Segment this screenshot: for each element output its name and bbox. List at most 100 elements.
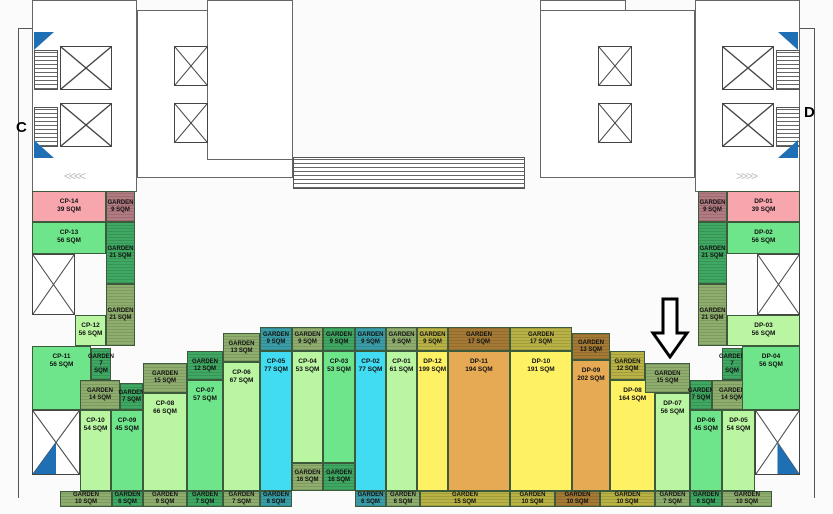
unit-area: 53 SQM [295,366,320,373]
unit-area: 10 SQM [735,499,758,505]
unit-name: DP-03 [754,322,773,329]
lift-shaft [598,46,632,86]
unit-name: CP-01 [392,358,411,365]
unit-area: 7 SQM [691,395,711,401]
unit-area: 56 SQM [759,361,783,368]
unit-name: DP-09 [581,367,601,374]
unit-area: 54 SQM [83,425,108,432]
left-tower [207,0,293,160]
unit-area: 13 SQM [579,346,602,353]
stair-marker-icon [34,140,54,158]
unit-area: 7 SQM [122,396,141,403]
unit-area: 45 SQM [115,425,139,432]
unit-area: 77 SQM [358,366,383,373]
direction-arrows-left: <<<< [64,169,86,183]
unit-area: 10 SQM [566,499,589,505]
unit-name: CP-07 [195,387,215,394]
unit-name: GARDEN [118,389,145,396]
unit-name: GARDEN [519,492,546,498]
unit-area: 6 SQM [118,499,137,505]
unit-area: 7 SQM [94,360,108,374]
unit-name: GARDEN [107,246,134,252]
unit-area: 9 SQM [423,339,442,345]
unit-name: GARDEN [114,492,141,498]
unit-area: 61 SQM [389,366,414,373]
unit-name: CP-02 [361,358,380,365]
unit-name: GARDEN [718,388,745,394]
unit-name: GARDEN [357,332,384,338]
unit-area: 9 SQM [111,206,130,213]
unit-name: GARDEN [88,353,115,360]
right-core [695,0,800,192]
